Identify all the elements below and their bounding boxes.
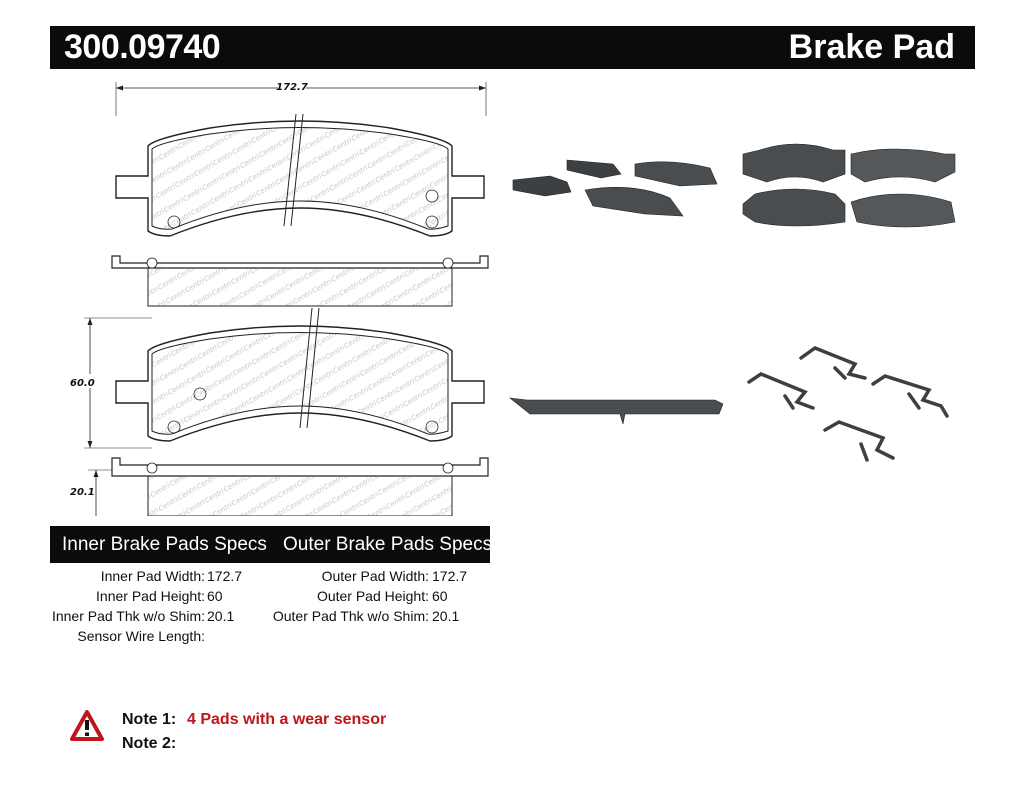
outer-spec-value: 20.1 — [432, 608, 459, 624]
inner-specs-heading: Inner Brake Pads Specs — [62, 534, 267, 555]
pad-side-photo — [508, 397, 724, 425]
spec-label: Outer Pad Width: — [321, 568, 429, 584]
note-1-text: 4 Pads with a wear sensor — [187, 711, 387, 728]
outer-pad-face — [115, 307, 485, 442]
spec-label: Inner Pad Height: — [96, 588, 205, 604]
spec-value: 172.7 — [432, 568, 468, 584]
specs-heading-bar: Inner Brake Pads Specs Outer Brake Pads … — [50, 526, 493, 563]
inner-spec-row: Inner Pad Height: — [0, 588, 205, 606]
spec-value: 60 — [432, 588, 448, 604]
header-bar: 300.09740 Brake Pad — [50, 26, 975, 69]
outer-spec-value: 60 — [432, 588, 448, 604]
thickness-dimension-label: 20.1 — [70, 487, 95, 498]
outer-spec-row: Outer Pad Width: — [230, 568, 429, 586]
inner-pad-side-view — [111, 255, 489, 307]
part-number: 300.09740 — [64, 28, 221, 66]
inner-spec-value: 172.7 — [207, 568, 242, 584]
spec-label: Inner Pad Thk w/o Shim: — [51, 608, 205, 624]
product-photos — [508, 143, 956, 462]
spec-label: Inner Pad Width: — [100, 568, 205, 584]
spec-value: 20.1 — [207, 608, 235, 624]
spec-value: 60 — [207, 588, 223, 604]
outer-spec-row: Outer Pad Height: — [230, 588, 429, 606]
hardware-clips-photo — [747, 346, 949, 462]
spec-label: Sensor Wire Length: — [77, 628, 205, 644]
spec-label: Outer Pad Thk w/o Shim: — [272, 608, 429, 624]
spec-label: Outer Pad Height: — [316, 588, 429, 604]
note-2-label: Note 2: — [122, 735, 177, 752]
height-dimension-label: 60.0 — [70, 378, 95, 389]
pad-set-angled-photo — [512, 159, 718, 217]
outer-pad-side-view — [111, 457, 489, 516]
warning-icon — [70, 710, 104, 741]
outer-spec-row: Outer Pad Thk w/o Shim: — [230, 608, 429, 626]
inner-spec-row: Sensor Wire Length: — [0, 628, 205, 646]
note-1-label: Note 1: — [122, 711, 177, 728]
width-dimension-label: 172.7 — [276, 82, 308, 93]
inner-spec-row: Inner Pad Thk w/o Shim: — [0, 608, 205, 626]
pad-set-flat-photo — [742, 143, 956, 228]
outer-specs-heading: Outer Brake Pads Specs — [283, 534, 493, 555]
outer-spec-value: 172.7 — [432, 568, 467, 584]
inner-spec-row: Inner Pad Width: — [0, 568, 205, 586]
pad-technical-drawing: Centric 172.7 60.0 — [68, 79, 489, 516]
inner-pad-face — [115, 113, 485, 237]
spec-value: 20.1 — [432, 608, 460, 624]
inner-spec-value: 20.1 — [207, 608, 234, 624]
product-type: Brake Pad — [788, 28, 955, 66]
spec-value: 172.7 — [207, 568, 243, 584]
inner-spec-value: 60 — [207, 588, 223, 604]
